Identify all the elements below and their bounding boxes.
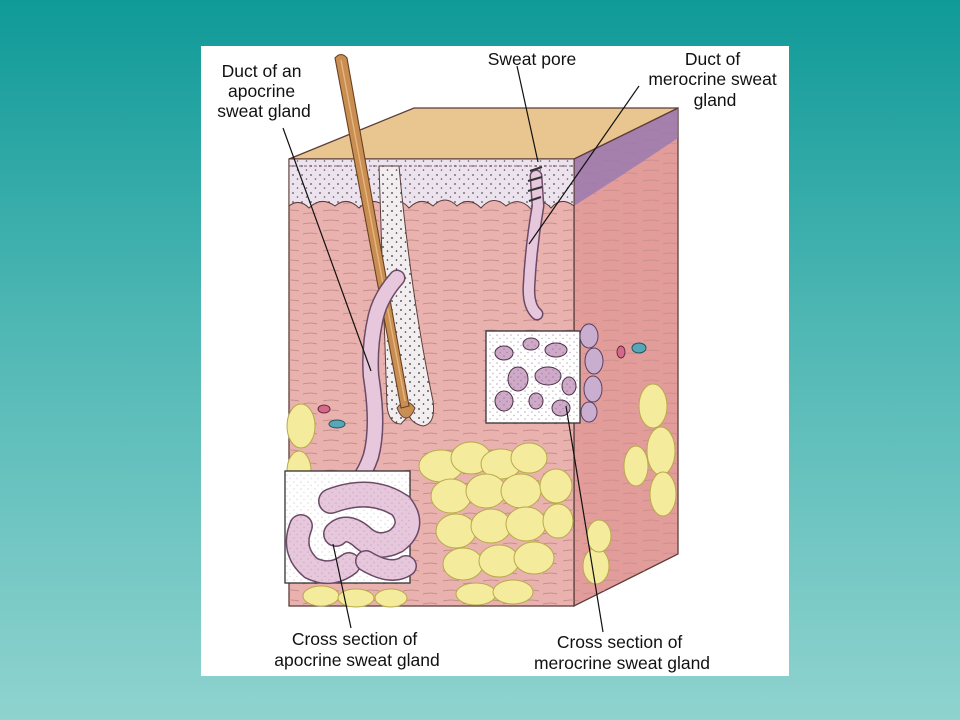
label-sweat-pore: Sweat pore bbox=[488, 49, 577, 69]
apocrine-sweat-gland bbox=[332, 269, 406, 503]
skin-diagram: Duct of an apocrine sweat gland Sweat po… bbox=[217, 49, 781, 673]
label-merocrine-duct: Duct of merocrine sweat gland bbox=[648, 49, 781, 110]
blood-vessels bbox=[317, 342, 647, 429]
label-merocrine-cross-section: Cross section of merocrine sweat gland bbox=[534, 632, 710, 673]
label-apocrine-cross-section: Cross section of apocrine sweat gland bbox=[274, 629, 439, 670]
label-apocrine-duct: Duct of an apocrine sweat gland bbox=[217, 61, 310, 121]
diagram-panel: Duct of an apocrine sweat gland Sweat po… bbox=[201, 46, 789, 676]
leader-lines bbox=[282, 65, 640, 633]
adipose-tissue bbox=[286, 383, 677, 608]
merocrine-sweat-gland bbox=[522, 166, 545, 321]
merocrine-cross-section-inset bbox=[485, 323, 604, 424]
hair-shaft bbox=[334, 53, 410, 409]
apocrine-cross-section-inset bbox=[284, 470, 421, 585]
